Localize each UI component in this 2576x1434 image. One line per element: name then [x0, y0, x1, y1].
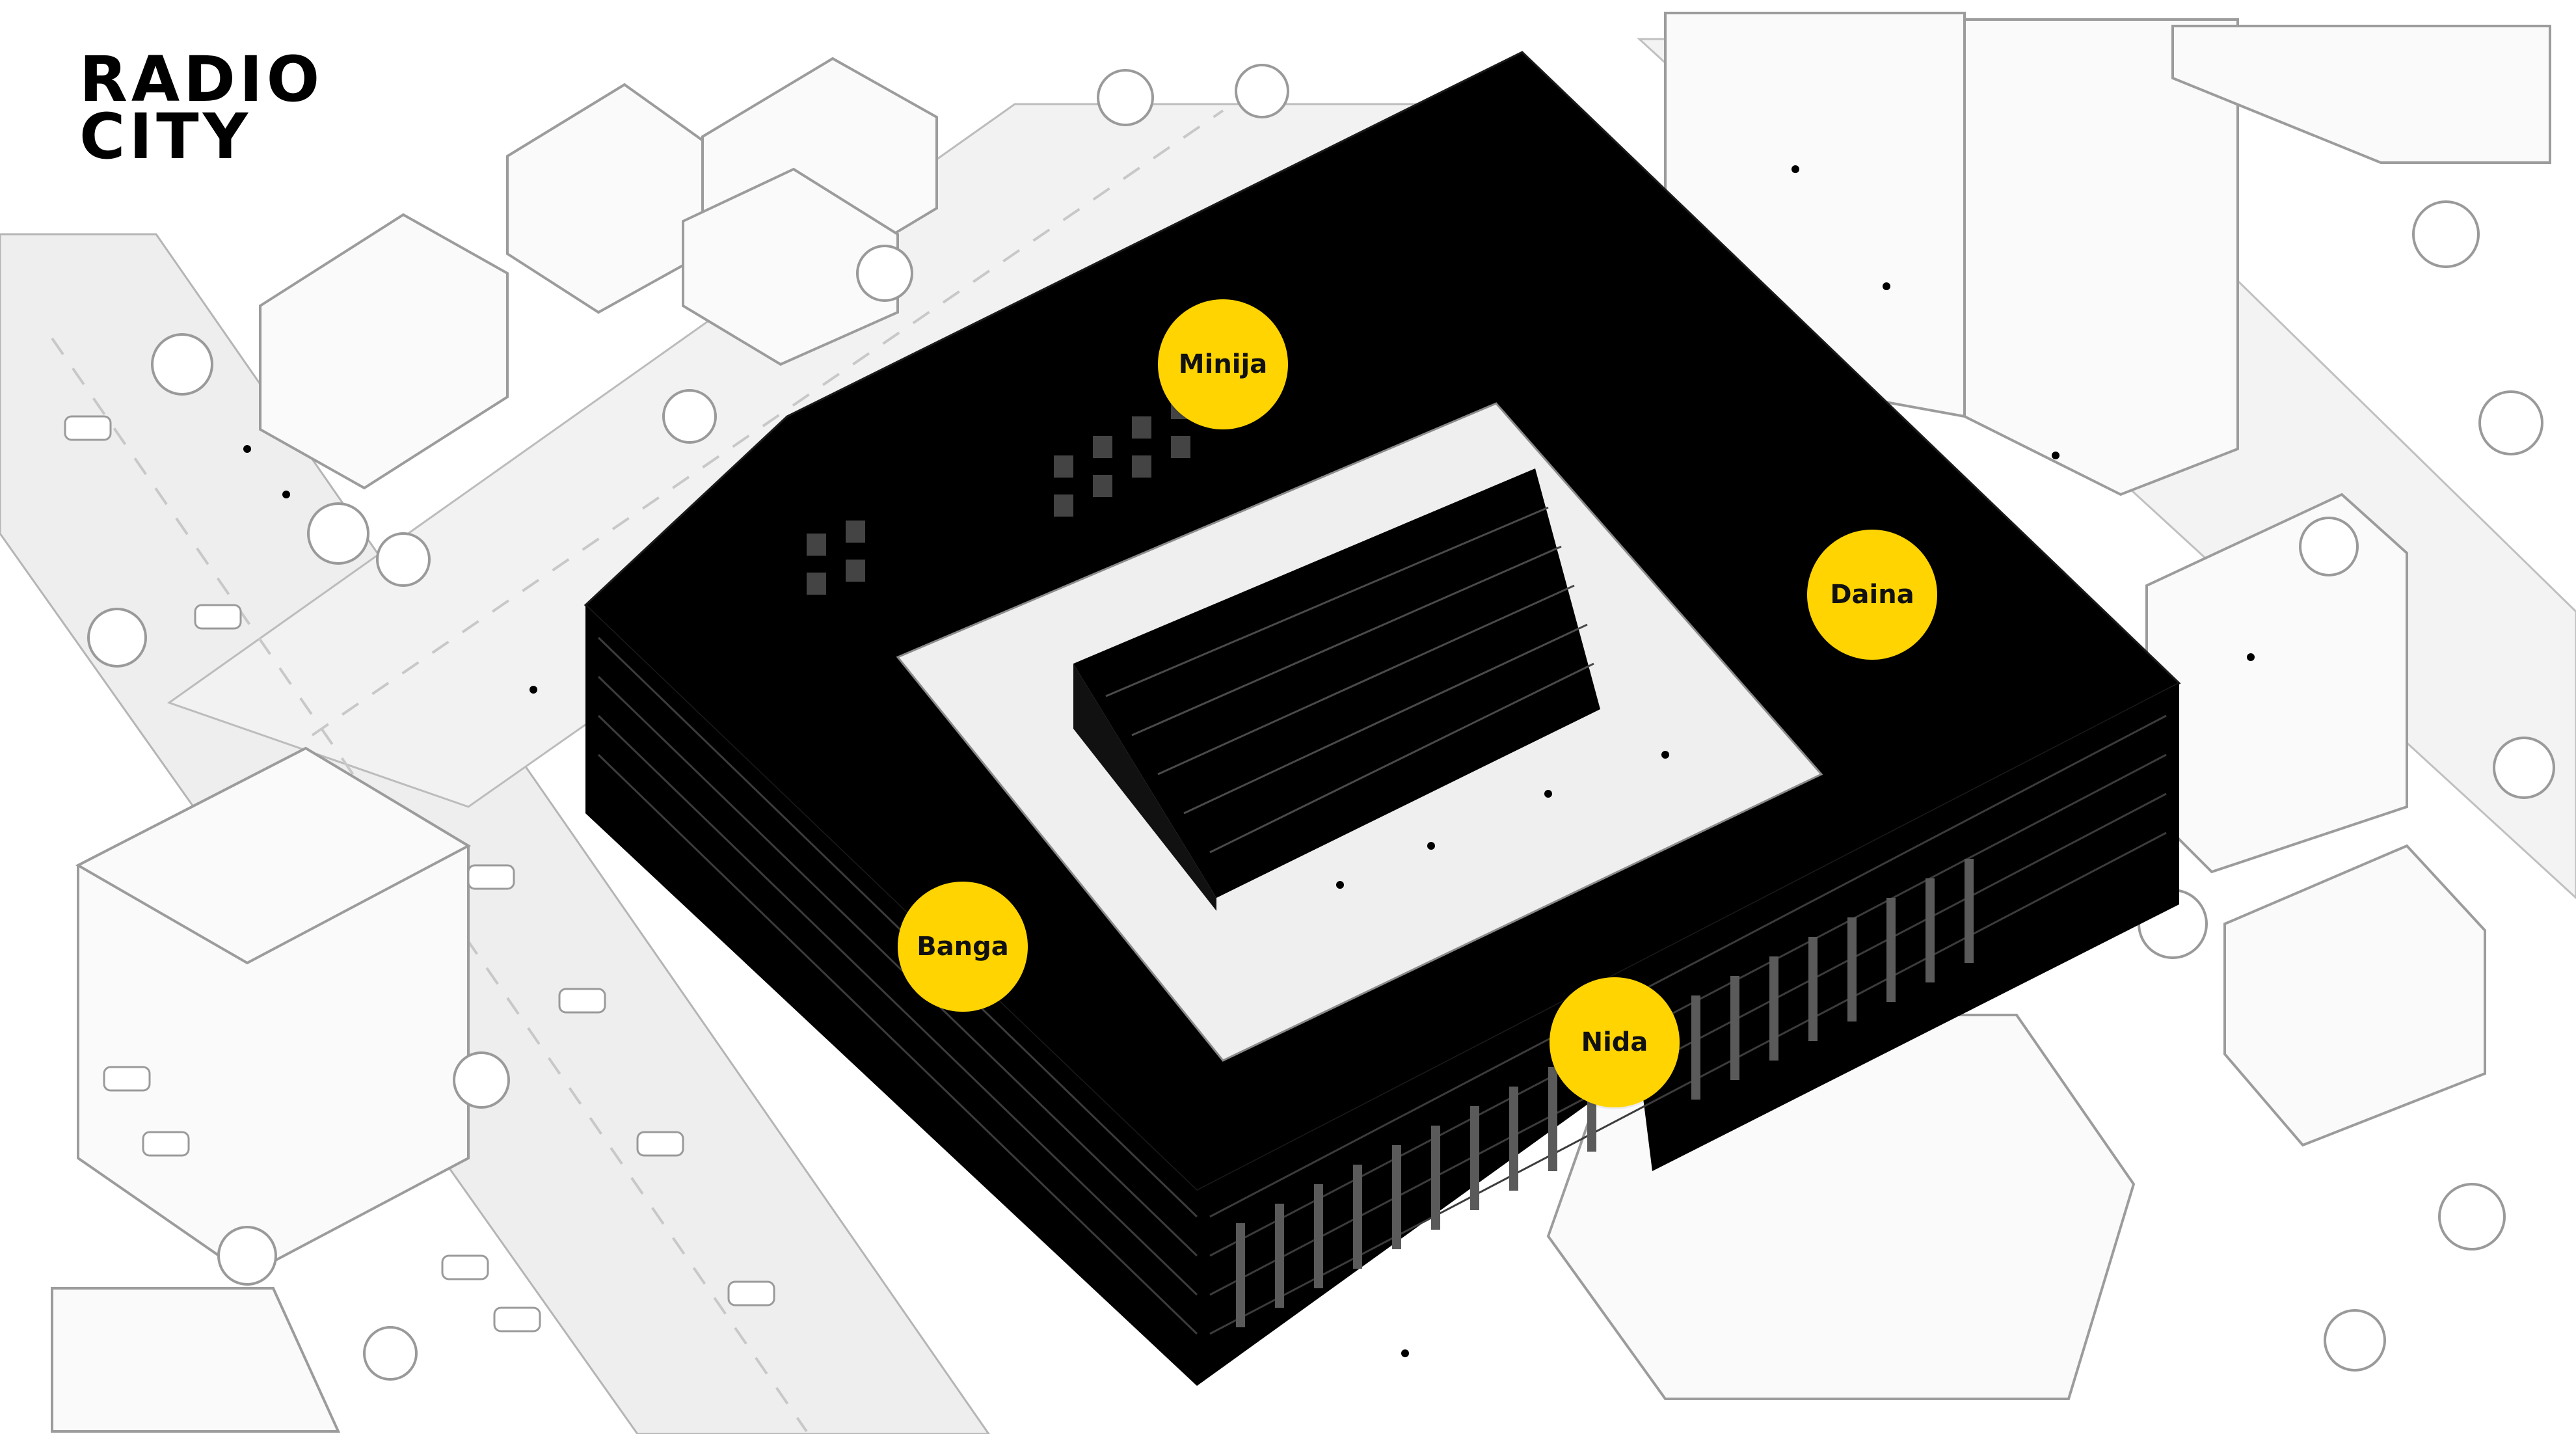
marker-banga[interactable]: Banga [898, 882, 1028, 1012]
marker-minija-label: Minija [1178, 349, 1268, 379]
radio-city-logo: RADIO CITY [79, 43, 324, 173]
marker-minija[interactable]: Minija [1158, 299, 1288, 429]
marker-banga-label: Banga [917, 932, 1009, 962]
pedestrian-icons [243, 165, 2255, 1357]
tree-icon [87, 64, 2555, 1381]
marker-daina-label: Daina [1830, 580, 1914, 610]
logo-line-2: CITY [79, 100, 252, 173]
marker-daina[interactable]: Daina [1807, 530, 1937, 660]
logo-line-1: RADIO [79, 43, 324, 116]
marker-nida[interactable]: Nida [1550, 977, 1680, 1107]
marker-nida-label: Nida [1581, 1027, 1648, 1057]
